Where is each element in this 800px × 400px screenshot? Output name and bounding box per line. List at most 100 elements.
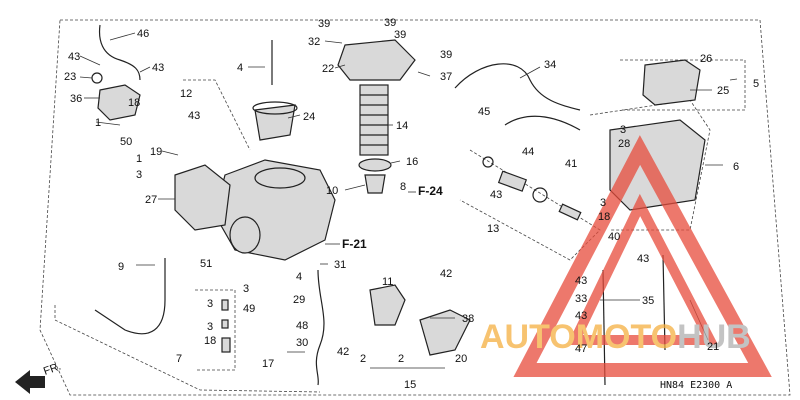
- callout-23: 23: [64, 71, 76, 83]
- callout-19: 19: [150, 146, 162, 158]
- throttle-valve-part: [364, 174, 386, 194]
- group-frame-7: [195, 289, 236, 371]
- callout-3: 3: [207, 298, 213, 310]
- callout-46: 46: [137, 28, 149, 40]
- front-label: FR.: [42, 360, 63, 377]
- vent-tube-part: [454, 63, 581, 131]
- callout-17: 17: [262, 358, 274, 370]
- jet-set-part: [221, 299, 231, 353]
- callout-29: 29: [293, 294, 305, 306]
- callout-32: 32: [308, 36, 320, 48]
- group-frame-lower: [54, 305, 321, 393]
- watermark-triangle-inner: [567, 193, 719, 345]
- callout-49: 49: [243, 303, 255, 315]
- screw-23-part: [91, 72, 103, 84]
- callout-42: 42: [337, 346, 349, 358]
- callout-11: 11: [382, 276, 393, 288]
- fuel-hose-part: [315, 269, 325, 386]
- callout-15: 15: [404, 379, 416, 391]
- callout-40: 40: [608, 231, 620, 243]
- leader-lines: [79, 32, 738, 369]
- callout-25: 25: [717, 85, 729, 97]
- callout-37: 37: [440, 71, 452, 83]
- callout-41: 41: [565, 158, 577, 170]
- callout-38: 38: [462, 313, 474, 325]
- callout-39: 39: [318, 18, 330, 30]
- callout-14: 14: [396, 120, 408, 132]
- callout-45: 45: [478, 106, 490, 118]
- callout-39: 39: [384, 17, 396, 29]
- linkage-cover-part: [419, 309, 471, 356]
- callout-47: 47: [575, 343, 587, 355]
- accelerator-pump-part: [482, 156, 582, 221]
- throttle-drum-part: [369, 284, 406, 326]
- callout-4: 4: [296, 271, 302, 283]
- callout-43: 43: [575, 275, 587, 287]
- float-chamber-part: [609, 119, 706, 211]
- group-frame-12: [183, 79, 251, 151]
- callout-22: 22: [322, 63, 334, 75]
- top-cap-part: [337, 39, 416, 81]
- starter-valve-part: [97, 84, 141, 121]
- carb-intake-part: [229, 216, 261, 254]
- spring-seat-part: [358, 158, 392, 172]
- funnel-rim-part: [252, 101, 298, 115]
- callout-43: 43: [188, 110, 200, 122]
- throttle-cable-part: [94, 258, 166, 335]
- callout-33: 33: [575, 293, 587, 305]
- callout-27: 27: [145, 194, 157, 206]
- callout-26: 26: [700, 53, 712, 65]
- callout-3: 3: [243, 283, 249, 295]
- callout-39: 39: [394, 29, 406, 41]
- callout-8: 8: [400, 181, 406, 193]
- diagram-frame: [39, 19, 791, 396]
- front-arrow-icon: [15, 370, 45, 394]
- callout-4: 4: [237, 62, 243, 74]
- callout-3: 3: [136, 169, 142, 181]
- watermark-text-hub: HUB: [677, 318, 751, 356]
- diagram-code: HN84 E2300 A: [660, 380, 732, 391]
- spring-part: [359, 84, 389, 156]
- callout-44: 44: [522, 146, 534, 158]
- callout-18: 18: [128, 97, 140, 109]
- callout-9: 9: [118, 261, 124, 273]
- group-frame-13: [459, 149, 601, 261]
- callout-5: 5: [753, 78, 759, 90]
- callout-28: 28: [618, 138, 630, 150]
- svg-text:AUTOMOTOHUB: AUTOMOTOHUB: [480, 318, 751, 356]
- callout-18: 18: [204, 335, 216, 347]
- watermark-text-auto: AUTOMOTO: [480, 318, 677, 356]
- air-funnel-part: [254, 104, 296, 141]
- callout-18: 18: [598, 211, 610, 223]
- front-marker: FR.: [15, 360, 63, 394]
- callout-50: 50: [120, 136, 132, 148]
- callout-12: 12: [180, 88, 192, 100]
- watermark-triangle: [513, 135, 772, 377]
- reference-f-24[interactable]: F-24: [418, 184, 443, 198]
- callout-31: 31: [334, 259, 346, 271]
- callout-3: 3: [620, 124, 626, 136]
- callout-36: 36: [70, 93, 82, 105]
- callout-35: 35: [642, 295, 654, 307]
- callout-13: 13: [487, 223, 499, 235]
- callout-21: 21: [707, 341, 719, 353]
- callout-30: 30: [296, 337, 308, 349]
- callout-42: 42: [440, 268, 452, 280]
- callout-43: 43: [68, 51, 80, 63]
- callout-3: 3: [207, 321, 213, 333]
- watermark: AUTOMOTOHUB: [480, 135, 772, 377]
- callout-7: 7: [176, 353, 182, 365]
- side-cover-part: [174, 164, 231, 231]
- callout-2: 2: [398, 353, 404, 365]
- callout-10: 10: [326, 185, 338, 197]
- callout-39: 39: [440, 49, 452, 61]
- callout-51: 51: [200, 258, 212, 270]
- callout-34: 34: [544, 59, 556, 71]
- callout-1: 1: [95, 117, 101, 129]
- callout-43: 43: [490, 189, 502, 201]
- callout-1: 1: [136, 153, 142, 165]
- callout-48: 48: [296, 320, 308, 332]
- reference-f-21[interactable]: F-21: [342, 237, 367, 251]
- breather-tube-part: [98, 24, 141, 81]
